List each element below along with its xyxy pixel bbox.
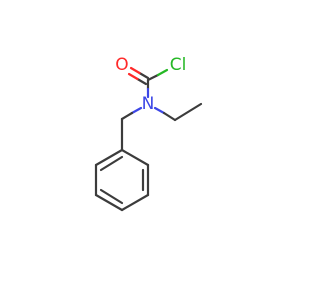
- structure-canvas: O Cl N: [94, 55, 203, 212]
- bond-nitrogen-benzyl: [120, 106, 143, 121]
- benzene-ring: [94, 148, 150, 212]
- bond-carbon-chlorine: [146, 68, 169, 82]
- bond-ethyl-methyl: [173, 102, 203, 122]
- atom-oxygen-label: O: [115, 55, 128, 75]
- atom-nitrogen-label: N: [142, 94, 155, 114]
- bond-carbonyl-double: [127, 66, 150, 86]
- atom-chlorine-label: Cl: [170, 55, 187, 75]
- molecule-structure: O Cl N: [94, 55, 203, 212]
- bond-nitrogen-ethyl: [153, 106, 177, 122]
